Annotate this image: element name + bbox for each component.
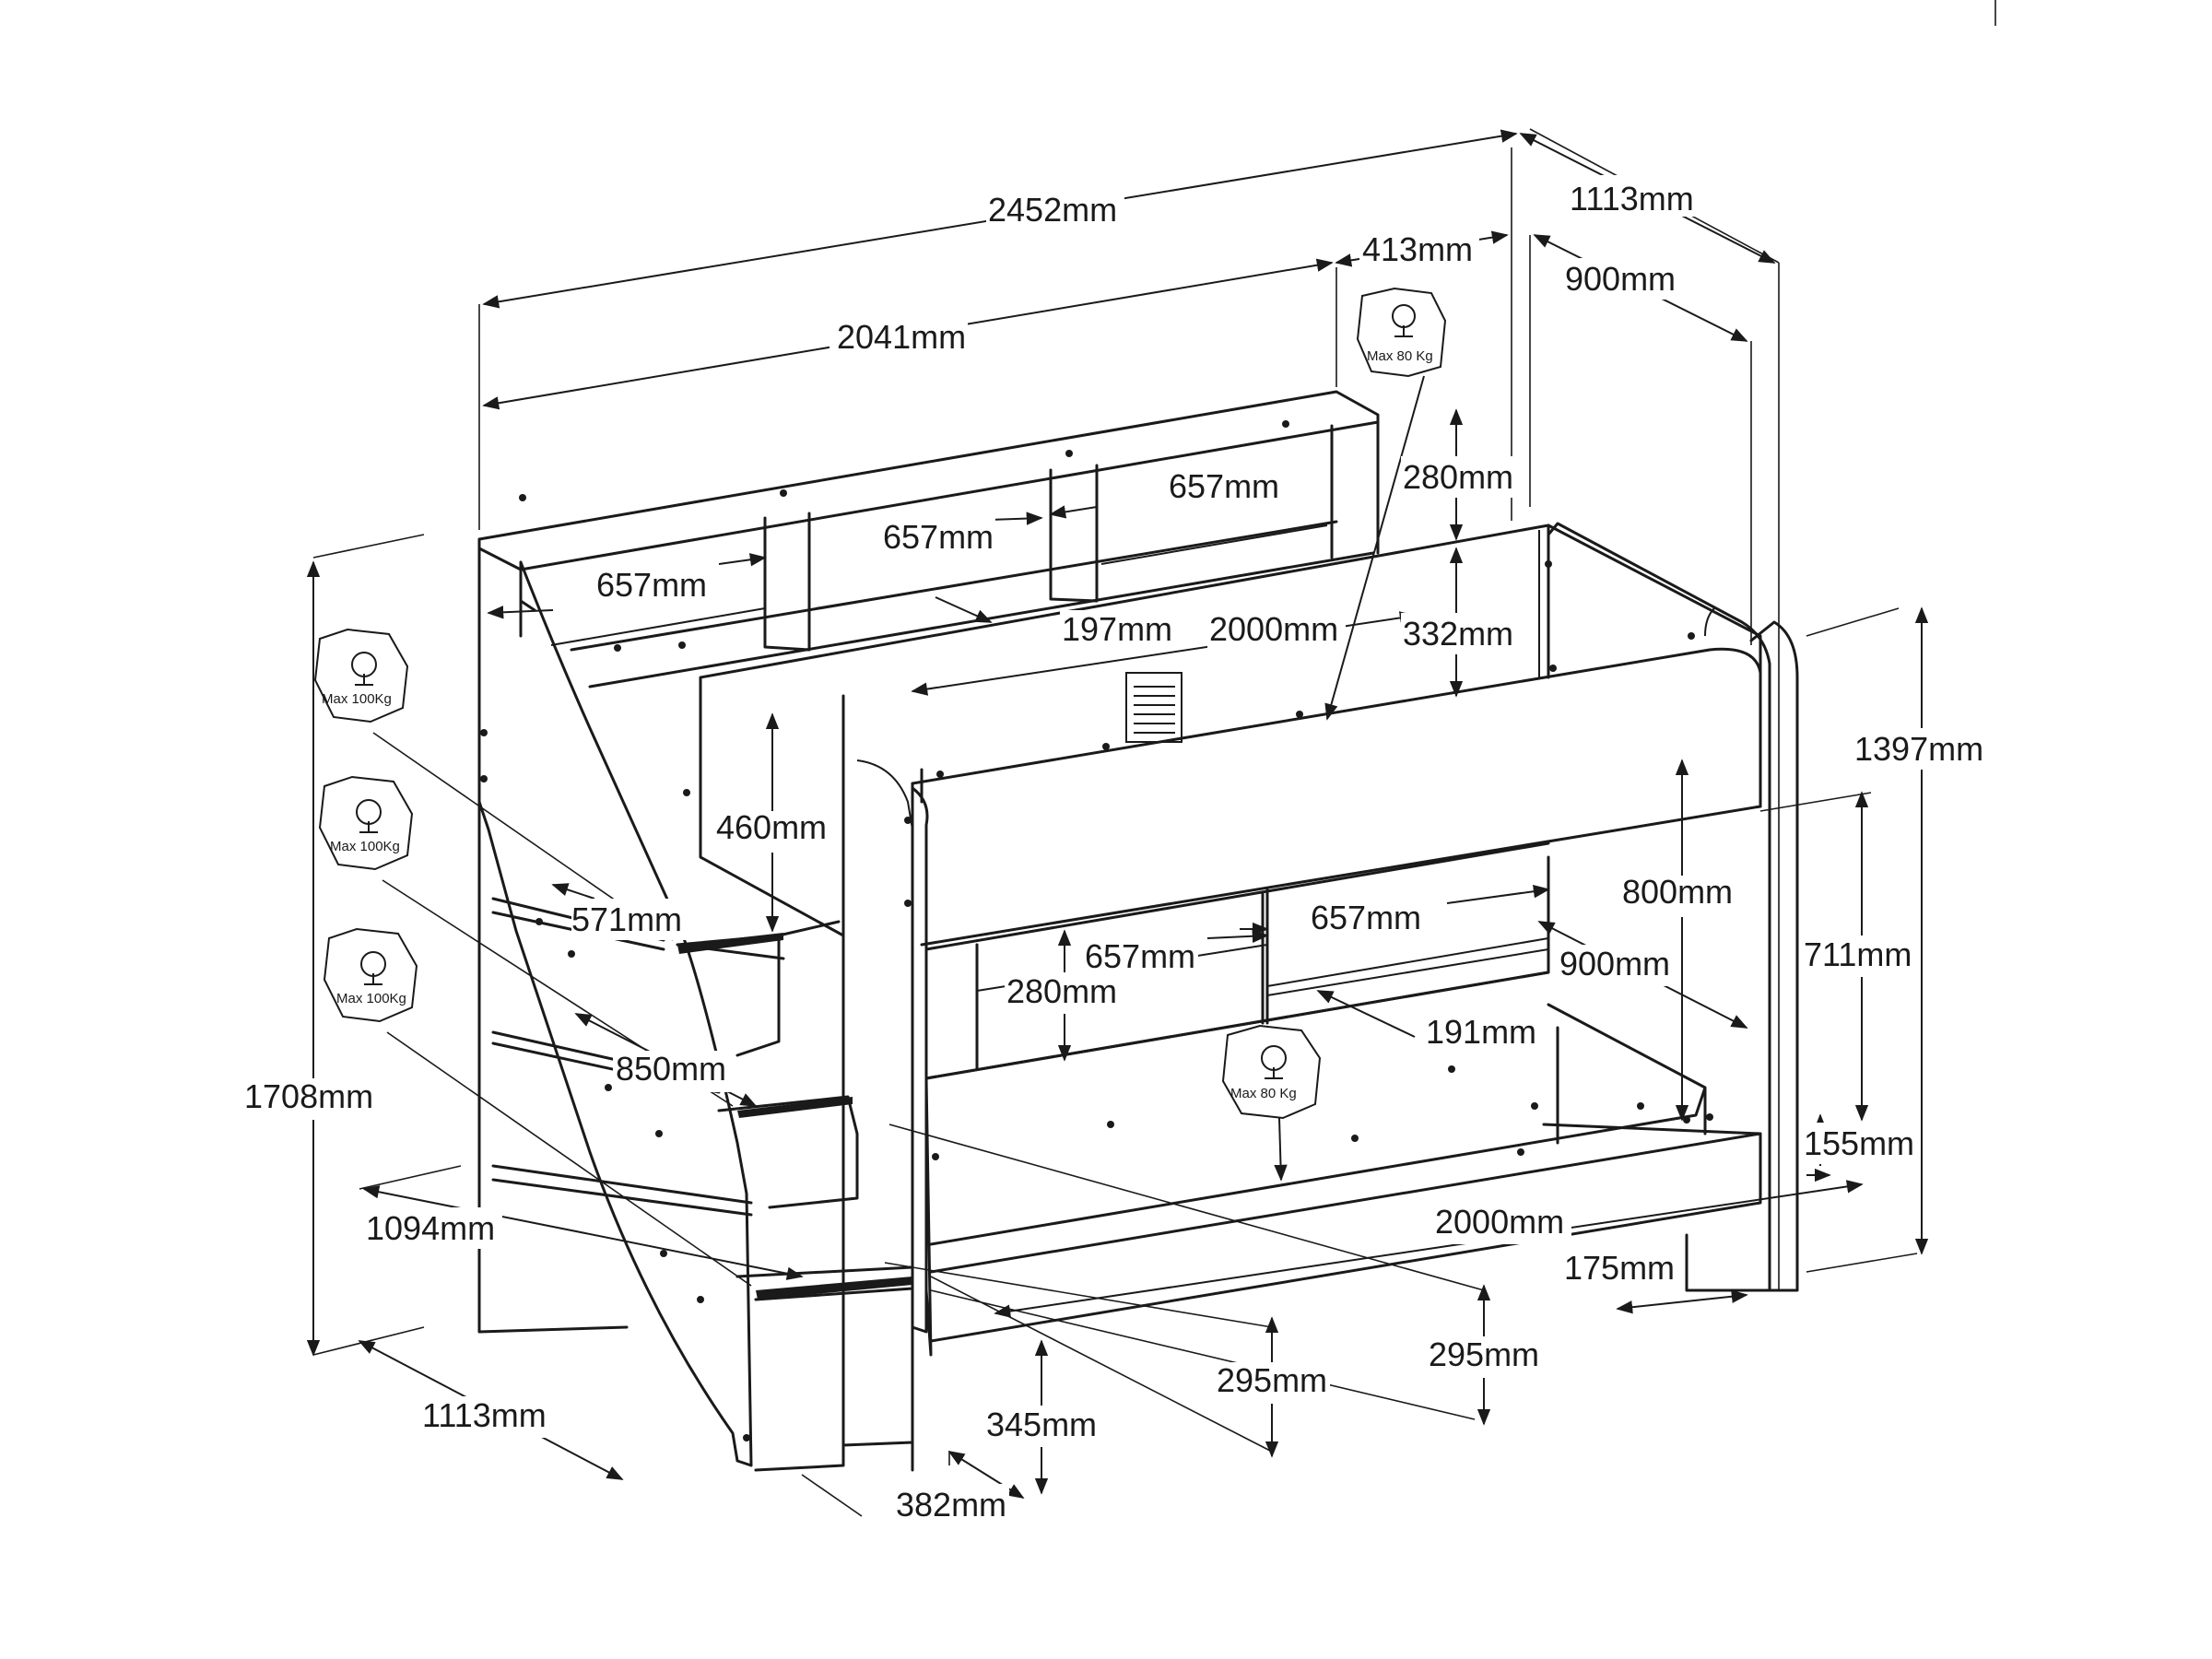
load-badge-bottom-bunk-leader: [1274, 1117, 1288, 1182]
dim-stair-width: 850mm: [616, 1050, 726, 1088]
dim-bottom-depth: 1113mm: [422, 1396, 547, 1434]
vent-slats: [1134, 686, 1175, 734]
load-badge-step-3-label: Max 100Kg: [336, 991, 406, 1006]
step-tread-2: [737, 1097, 853, 1118]
dimension-labels: 2452mm 1113mm 2041mm 413mm 900mm 657mm 6…: [240, 175, 1991, 1525]
dim-stair-base-depth: 1094mm: [366, 1209, 495, 1247]
dim-bed-length-top: 2000mm: [1209, 610, 1338, 648]
stair-stringer: [477, 560, 753, 1467]
dim-overall-length-right: 1397mm: [1854, 730, 1983, 768]
vent-grille: [1125, 672, 1182, 743]
step-tread-1: [677, 933, 783, 954]
dim-overall-height: 1708mm: [244, 1077, 373, 1115]
dim-shelf-length: 2041mm: [837, 318, 966, 356]
load-badge-step-3-leader: [386, 1031, 752, 1287]
step-boxes: [676, 920, 914, 1472]
dim-drawer-height-2: 295mm: [1429, 1335, 1539, 1373]
dim-step-depth: 571mm: [571, 900, 682, 938]
dim-lower-clearance: 711mm: [1804, 935, 1912, 973]
load-badge-bottom-bunk: Max 80 Kg: [1221, 1024, 1322, 1120]
dim-step-riser: 460mm: [716, 808, 827, 846]
load-badge-step-1-label: Max 100Kg: [322, 691, 392, 707]
upper-bunk-headboard: [1538, 530, 1715, 677]
dim-lower-inner-depth: 900mm: [1559, 945, 1670, 982]
dim-drawer-height-1: 295mm: [1217, 1361, 1327, 1399]
top-shelf-dividers: [763, 424, 1334, 652]
top-shelf-inner: [550, 524, 1328, 646]
dim-lower-rail-height: 280mm: [1006, 972, 1117, 1010]
stair-panel-inner: [856, 759, 913, 830]
load-badge-top-bunk: Max 80 Kg: [1356, 287, 1447, 378]
dim-shelf-height: 197mm: [1062, 610, 1172, 648]
dim-lower-shelf-depth: 191mm: [1426, 1013, 1536, 1051]
dim-guard-height: 332mm: [1403, 615, 1513, 653]
dim-step-width: 382mm: [896, 1486, 1006, 1524]
bunk-bed-drawing: [477, 390, 1799, 1472]
load-badge-step-1: Max 100Kg: [313, 628, 409, 724]
dim-lower-shelf-cell-1: 657mm: [1085, 937, 1195, 975]
load-badge-step-2: Max 100Kg: [318, 775, 414, 871]
load-badge-top-bunk-leader: [1324, 375, 1425, 721]
dim-under-bed-height: 800mm: [1622, 873, 1733, 911]
dim-floor-clearance: 155mm: [1804, 1124, 1914, 1162]
dimension-lines: [306, 128, 1929, 1517]
upper-bunk-frame: [699, 524, 1762, 947]
dim-bed-length-bottom: 2000mm: [1435, 1203, 1564, 1241]
load-badge-bottom-bunk-label: Max 80 Kg: [1230, 1086, 1297, 1101]
dim-shelf-cell-1: 657mm: [1169, 467, 1279, 505]
dim-shelf-cell-3: 657mm: [596, 566, 707, 604]
step-tread-3: [756, 1277, 912, 1300]
dim-rail-height: 280mm: [1403, 458, 1513, 496]
dim-step-height: 345mm: [986, 1406, 1097, 1443]
dim-top-depth: 1113mm: [1570, 180, 1694, 218]
load-badge-step-2-label: Max 100Kg: [330, 839, 400, 854]
dim-shelf-depth: 413mm: [1362, 230, 1473, 268]
load-badge-top-bunk-label: Max 80 Kg: [1367, 348, 1433, 364]
dim-top-total-length: 2452mm: [988, 191, 1117, 229]
dim-shelf-cell-2: 657mm: [883, 518, 994, 556]
load-badge-step-3: Max 100Kg: [323, 927, 418, 1023]
dim-lower-shelf-cell-2: 657mm: [1311, 899, 1421, 936]
upper-guard-rail: [911, 647, 1762, 1334]
lower-shelf-box: [924, 841, 1550, 1080]
dim-inner-depth-top: 900mm: [1565, 260, 1676, 298]
dim-base-height: 175mm: [1564, 1249, 1675, 1287]
